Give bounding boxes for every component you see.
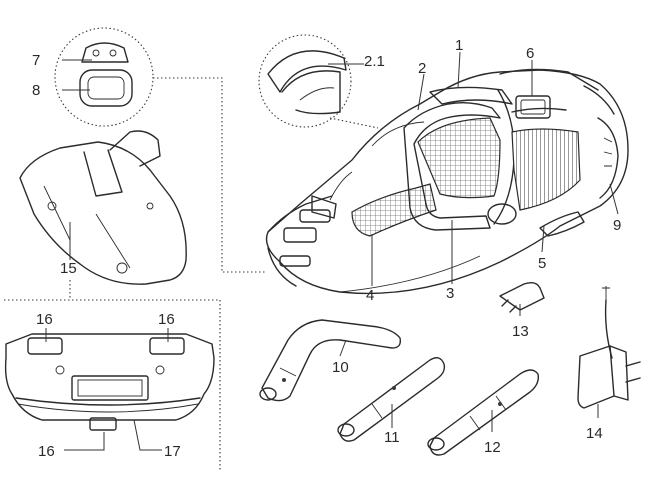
label-1: 1 <box>455 37 463 54</box>
label-15: 15 <box>60 260 77 277</box>
leader-lines-main <box>371 51 619 286</box>
label-6: 6 <box>526 45 534 62</box>
detail-circle-2-1 <box>258 34 379 129</box>
crevice-tube-12 <box>427 369 540 456</box>
curved-tube-10 <box>259 319 402 402</box>
vacuum-main-body <box>265 68 629 295</box>
label-12: 12 <box>484 439 501 456</box>
label-2: 2 <box>418 60 426 77</box>
adapter-13 <box>499 281 545 316</box>
label-10: 10 <box>332 359 349 376</box>
label-16-right: 16 <box>158 311 175 328</box>
label-7: 7 <box>32 52 40 69</box>
label-11: 11 <box>384 429 400 446</box>
label-5: 5 <box>538 255 546 272</box>
label-9: 9 <box>613 217 621 234</box>
charger-14 <box>577 286 641 418</box>
label-16-left: 16 <box>36 311 53 328</box>
label-4: 4 <box>366 287 374 304</box>
detail-circle-7-8 <box>54 27 265 273</box>
label-8: 8 <box>32 82 40 99</box>
label-16-bottom: 16 <box>38 443 55 460</box>
label-2-1: 2.1 <box>364 53 385 70</box>
nozzle-base-16-17 <box>4 328 215 451</box>
label-14: 14 <box>586 425 603 442</box>
straight-tube-11 <box>337 357 446 442</box>
floor-nozzle-15 <box>4 130 221 470</box>
label-17: 17 <box>164 443 181 460</box>
label-13: 13 <box>512 323 529 340</box>
part-labels: 1 2 2.1 3 4 5 6 7 8 9 10 11 12 13 14 15 … <box>32 37 621 460</box>
label-3: 3 <box>446 285 454 302</box>
